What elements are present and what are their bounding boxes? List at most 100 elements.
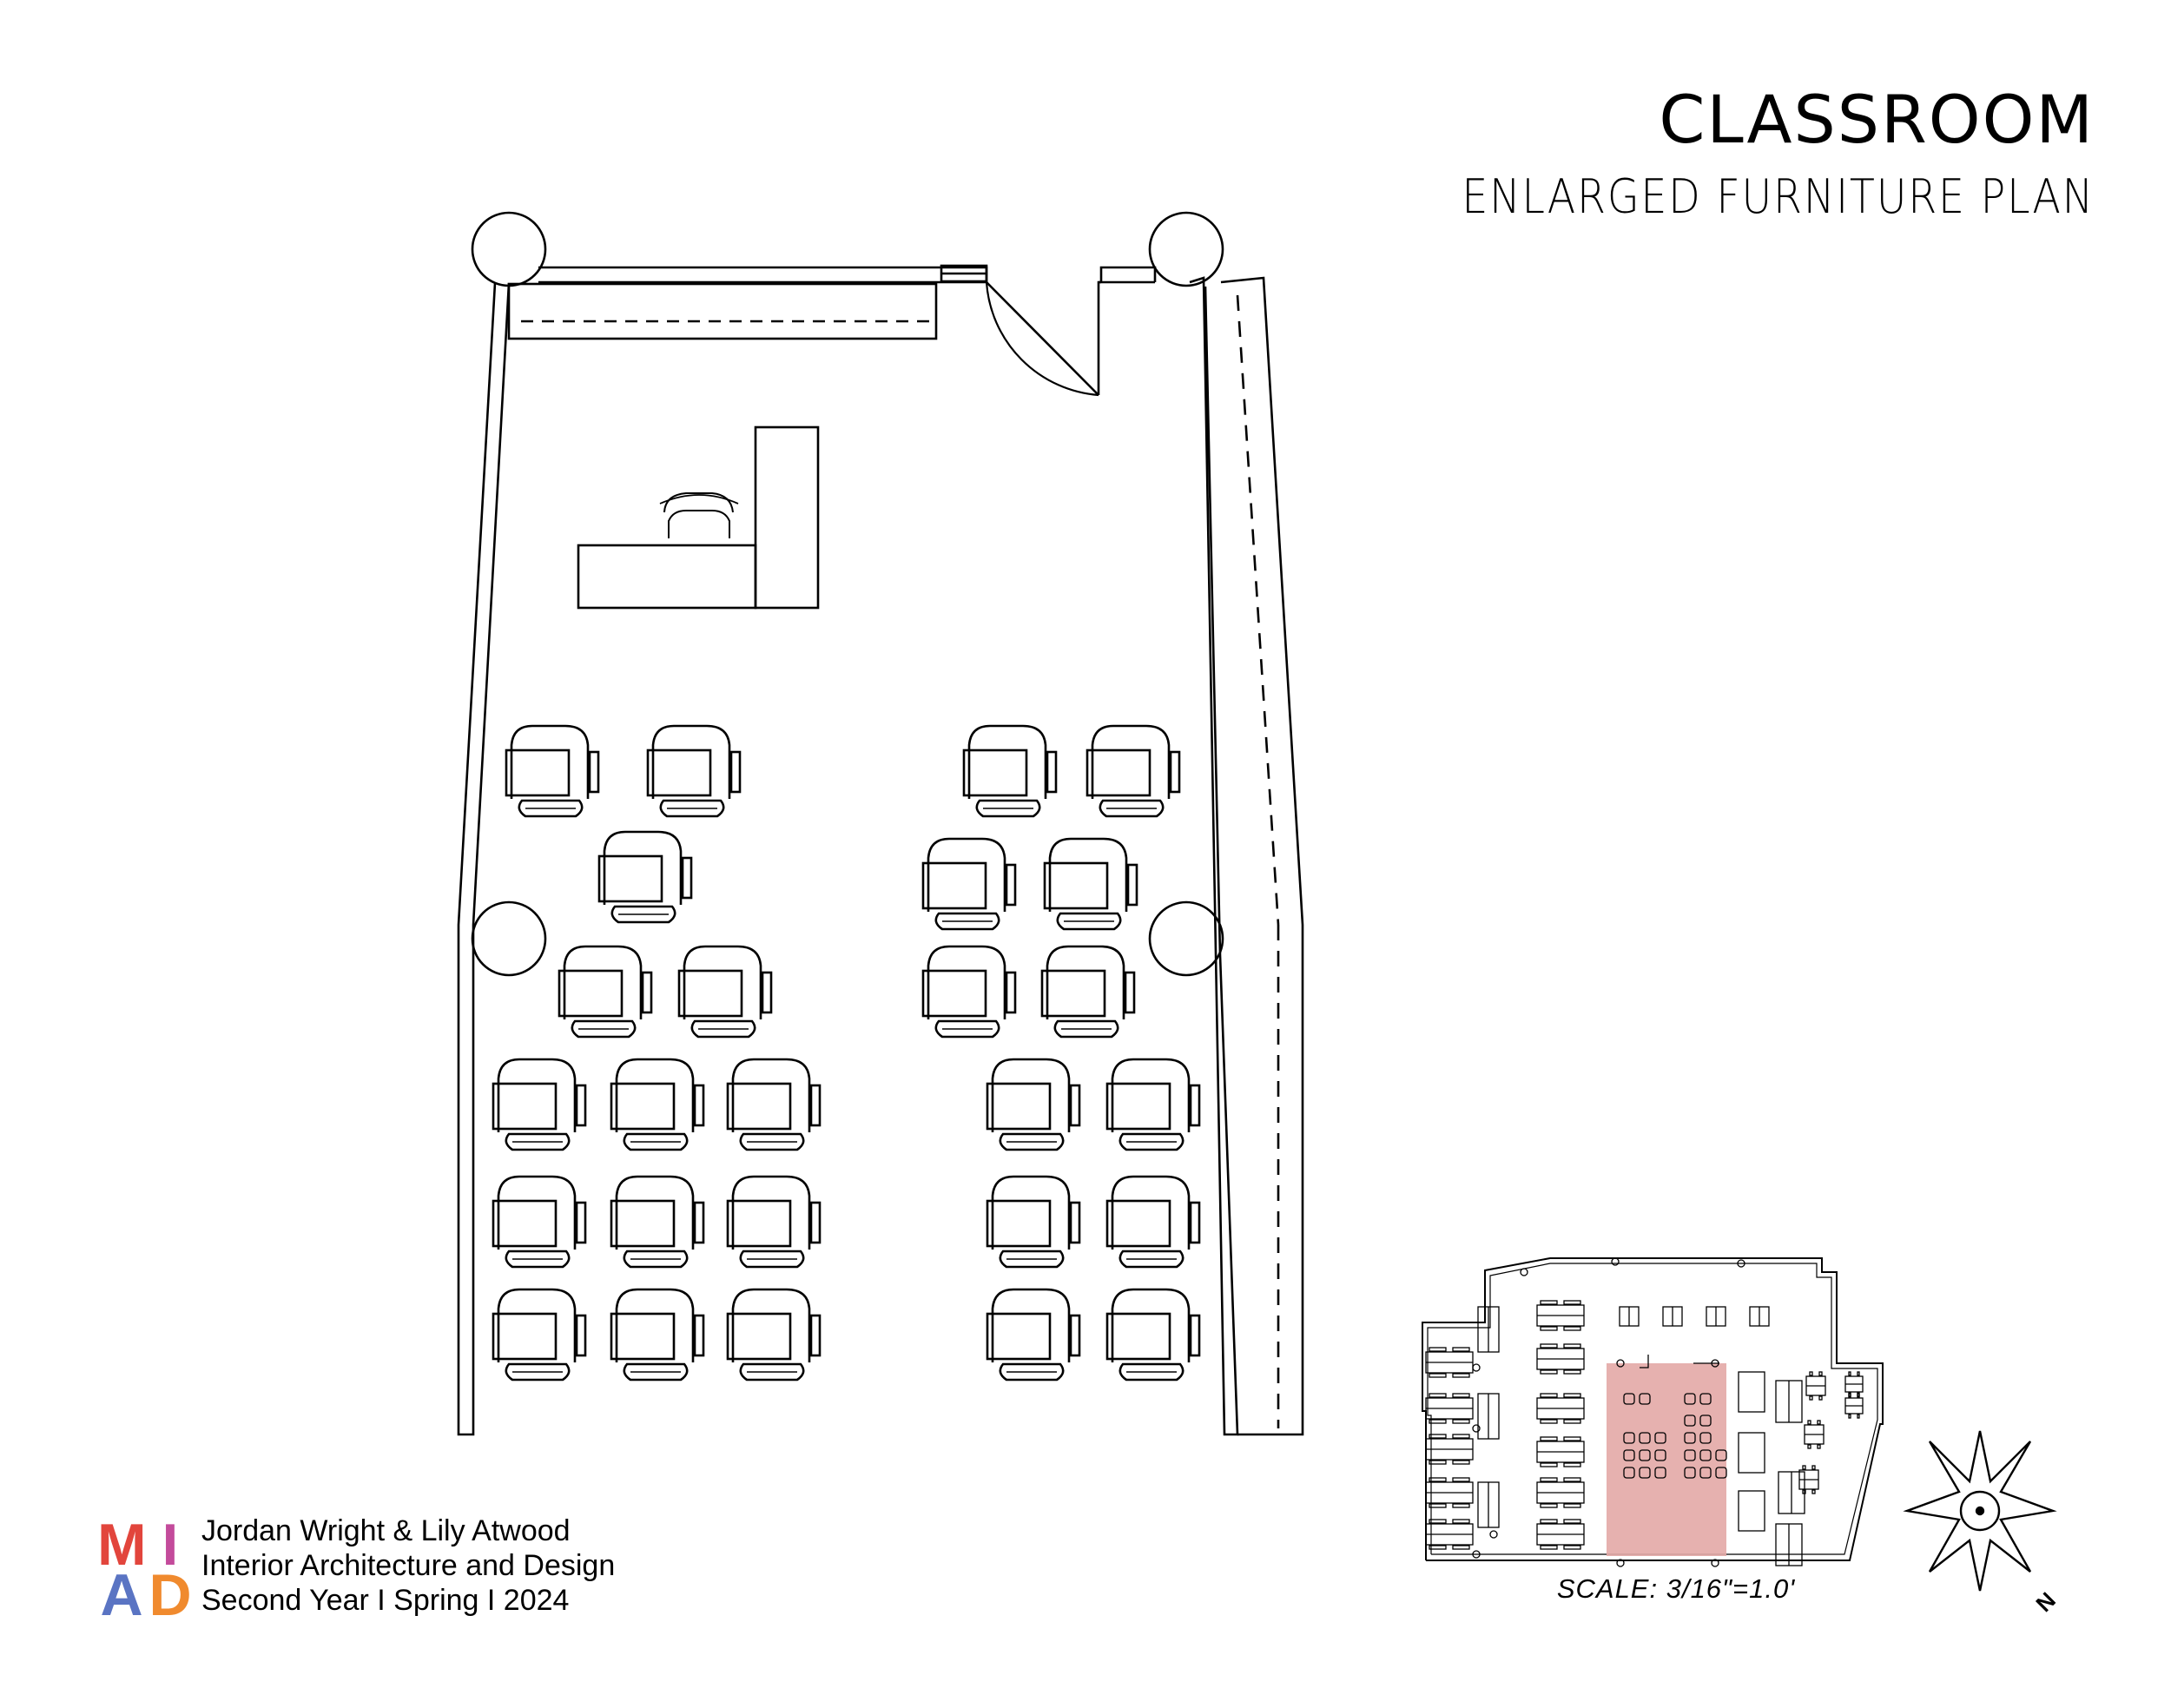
sheet-title: CLASSROOM	[1659, 81, 2095, 158]
student-chair	[726, 1288, 822, 1382]
key-plan-table	[1477, 1481, 1500, 1528]
student-chair	[986, 1288, 1081, 1382]
key-plan-desk	[1536, 1477, 1585, 1508]
key-plan-desk	[1425, 1434, 1474, 1465]
student-chair	[986, 1175, 1081, 1269]
student-chair	[610, 1058, 705, 1151]
student-chair	[1043, 837, 1138, 931]
key-plan-column	[1472, 1424, 1481, 1433]
key-plan-column	[1472, 1363, 1481, 1372]
credits: Jordan Wright & Lily Atwood Interior Arc…	[201, 1513, 615, 1618]
teacher-desk	[577, 425, 820, 610]
student-chair	[1105, 1288, 1201, 1382]
student-chair	[492, 1288, 587, 1382]
key-plan-chair	[1699, 1393, 1712, 1405]
student-chair	[962, 724, 1058, 818]
west-wall	[457, 282, 511, 1436]
key-plan-chair	[1639, 1449, 1651, 1461]
student-chair	[492, 1175, 587, 1269]
key-plan-desk	[1536, 1519, 1585, 1550]
key-plan-chair	[1639, 1432, 1651, 1444]
key-plan-chair	[1654, 1432, 1666, 1444]
credits-term: Second Year I Spring I 2024	[201, 1584, 570, 1617]
column	[471, 211, 547, 287]
student-chair	[1040, 945, 1136, 1039]
key-plan-chair	[1699, 1449, 1712, 1461]
key-plan-table	[1738, 1490, 1765, 1532]
key-plan-desk	[1805, 1371, 1826, 1401]
column	[1148, 211, 1224, 287]
student-chair	[921, 945, 1017, 1039]
student-chair	[492, 1058, 587, 1151]
key-plan-chair	[1623, 1449, 1635, 1461]
student-chair	[726, 1058, 822, 1151]
school-logo: M I A D	[97, 1512, 200, 1625]
key-plan-column	[1616, 1559, 1625, 1567]
key-plan-table	[1662, 1306, 1683, 1327]
key-plan-table	[1738, 1371, 1765, 1413]
student-chair	[646, 724, 742, 818]
key-plan-table	[1778, 1471, 1805, 1514]
key-plan-chair	[1623, 1393, 1635, 1405]
key-plan-desk	[1536, 1343, 1585, 1375]
key-plan-desk	[1425, 1347, 1474, 1378]
key-plan-column	[1611, 1257, 1620, 1266]
key-plan-chair	[1654, 1467, 1666, 1479]
key-plan	[1422, 1257, 1884, 1567]
key-plan-chair	[1684, 1449, 1696, 1461]
key-plan-table	[1775, 1523, 1803, 1566]
key-plan-desk	[1798, 1465, 1819, 1494]
key-plan-desk	[1804, 1420, 1825, 1449]
north-counter	[507, 282, 938, 340]
key-plan-table	[1477, 1306, 1500, 1353]
key-plan-column	[1737, 1259, 1745, 1268]
key-plan-chair	[1684, 1393, 1696, 1405]
key-plan-chair	[1699, 1467, 1712, 1479]
key-plan-chair	[1623, 1467, 1635, 1479]
key-plan-chair	[1715, 1467, 1727, 1479]
key-plan-column	[1520, 1268, 1528, 1276]
key-plan-table	[1619, 1306, 1640, 1327]
student-chair	[610, 1175, 705, 1269]
key-plan-table	[1775, 1380, 1803, 1423]
key-plan-desk	[1844, 1393, 1864, 1419]
north-label: N	[2030, 1587, 2060, 1617]
key-plan-desk	[1844, 1371, 1864, 1397]
key-plan-chair	[1699, 1415, 1712, 1427]
key-plan-column	[1711, 1359, 1719, 1368]
column	[471, 900, 547, 977]
logo-letter-i: I	[162, 1512, 179, 1578]
key-plan-desk	[1425, 1519, 1474, 1550]
key-plan-table	[1749, 1306, 1770, 1327]
door	[985, 281, 1099, 397]
logo-letter-d: D	[148, 1562, 192, 1628]
key-plan-column	[1472, 1550, 1481, 1559]
student-chair	[610, 1288, 705, 1382]
key-plan-teacher-desk	[1640, 1355, 1649, 1368]
key-plan-desk	[1536, 1393, 1585, 1424]
north-arrow: N	[1903, 1430, 2061, 1617]
key-plan-chair	[1715, 1449, 1727, 1461]
key-plan-desk	[1536, 1300, 1585, 1331]
key-plan-chair	[1684, 1415, 1696, 1427]
student-chair	[1105, 1175, 1201, 1269]
key-plan-desk	[1425, 1393, 1474, 1424]
key-plan-chair	[1684, 1467, 1696, 1479]
key-plan-chair	[1699, 1432, 1712, 1444]
student-chair	[1086, 724, 1181, 818]
student-chair	[1105, 1058, 1201, 1151]
student-chair	[726, 1175, 822, 1269]
student-chair	[677, 945, 773, 1039]
logo-letter-m: M	[97, 1512, 147, 1578]
key-plan-highlight	[1607, 1363, 1726, 1556]
sheet-subtitle: ENLARGED FURNITURE PLAN	[1462, 169, 2095, 224]
key-plan-column	[1711, 1559, 1719, 1567]
student-chair	[505, 724, 600, 818]
key-plan-table	[1738, 1432, 1765, 1474]
key-plan-table	[1477, 1393, 1500, 1440]
key-plan-column	[1616, 1359, 1625, 1368]
key-plan-chair	[1623, 1432, 1635, 1444]
student-chairs	[492, 724, 1201, 1382]
student-chair	[921, 837, 1017, 931]
